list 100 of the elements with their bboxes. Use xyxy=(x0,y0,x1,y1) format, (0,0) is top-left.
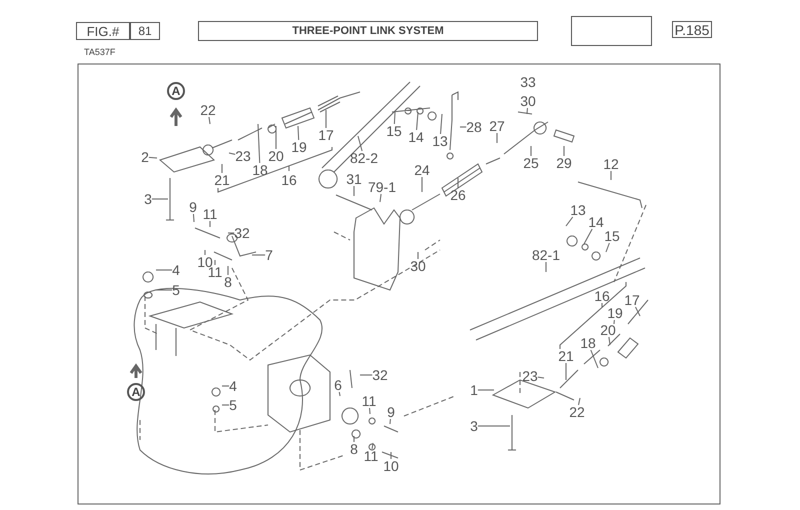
callout-number: 21 xyxy=(558,349,574,363)
callout-number: 24 xyxy=(414,163,430,177)
callout-number: 17 xyxy=(318,128,334,142)
callout-number: 10 xyxy=(383,459,399,473)
callout-number: 15 xyxy=(604,229,620,243)
callout-number: 14 xyxy=(588,215,604,229)
leader-line xyxy=(566,216,574,226)
leader-line xyxy=(372,442,374,450)
callout-number: 26 xyxy=(450,188,466,202)
leader-line xyxy=(530,146,532,156)
callout-number: 15 xyxy=(386,124,402,138)
callout-number: 32 xyxy=(372,368,388,382)
leader-line xyxy=(360,374,373,376)
leader-line xyxy=(578,398,580,406)
callout-number: 3 xyxy=(144,192,152,206)
leader-line xyxy=(614,320,615,324)
callout-number: 11 xyxy=(202,207,218,221)
leader-line xyxy=(390,452,392,460)
callout-number: 79-1 xyxy=(368,180,396,194)
callout-number: 13 xyxy=(570,203,586,217)
callout-number: 14 xyxy=(408,130,424,144)
callout-number: 20 xyxy=(268,149,284,163)
empty-box xyxy=(571,16,652,46)
leader-line xyxy=(606,242,610,252)
leader-line xyxy=(394,112,396,124)
callout-number: 12 xyxy=(603,157,619,171)
leader-line xyxy=(228,232,235,234)
leader-line xyxy=(537,376,544,378)
leader-line xyxy=(358,136,363,152)
callout-number: 16 xyxy=(594,289,610,303)
callout-number: 5 xyxy=(229,398,237,412)
leader-line xyxy=(228,152,236,155)
leader-line xyxy=(369,408,370,414)
callout-number: 23 xyxy=(235,149,251,163)
leader-line xyxy=(258,124,260,164)
leader-line xyxy=(204,250,206,256)
leader-line xyxy=(584,228,593,244)
leader-line xyxy=(390,418,391,424)
callout-number: 33 xyxy=(520,75,536,89)
leader-line xyxy=(222,404,230,406)
callout-number: 4 xyxy=(229,379,237,393)
leader-line xyxy=(610,170,612,180)
leader-line xyxy=(635,306,640,316)
callout-number: 23 xyxy=(522,369,538,383)
callout-number: 1 xyxy=(470,383,478,397)
callout-number: 32 xyxy=(234,226,250,240)
section-marker: A xyxy=(127,383,145,401)
callout-number: 25 xyxy=(523,156,539,170)
callout-number: 7 xyxy=(265,248,273,262)
callout-number: 2 xyxy=(141,150,149,164)
leader-line xyxy=(208,116,210,124)
leader-line xyxy=(460,126,467,128)
callout-number: 18 xyxy=(252,163,268,177)
callout-number: 82-2 xyxy=(350,151,378,165)
leader-line xyxy=(416,112,418,130)
leader-line xyxy=(214,260,216,266)
leader-line xyxy=(192,214,194,222)
title-box: THREE-POINT LINK SYSTEM xyxy=(198,21,538,41)
header-box: 81 xyxy=(130,22,160,40)
callout-number: 3 xyxy=(470,419,478,433)
callout-number: 30 xyxy=(410,259,426,273)
leader-line xyxy=(338,392,340,396)
header-box: FIG.# xyxy=(76,22,130,40)
callout-number: 19 xyxy=(607,306,623,320)
callout-number: 8 xyxy=(350,442,358,456)
callout-number: 17 xyxy=(624,293,640,307)
callout-number: 29 xyxy=(556,156,572,170)
callout-number: 28 xyxy=(466,120,482,134)
callout-number: 22 xyxy=(569,405,585,419)
leader-line xyxy=(252,254,266,256)
leader-line xyxy=(148,156,158,158)
leader-line xyxy=(526,108,528,114)
callout-number: 4 xyxy=(172,263,180,277)
callout-number: 30 xyxy=(520,94,536,108)
callout-number: 21 xyxy=(214,173,230,187)
callout-number: 13 xyxy=(432,134,448,148)
leader-line xyxy=(380,194,382,202)
callout-number: 11 xyxy=(362,394,376,408)
callout-number: 22 xyxy=(200,103,216,117)
leader-line xyxy=(608,336,610,346)
callout-number: 16 xyxy=(281,173,297,187)
leader-line xyxy=(590,350,598,368)
section-marker: A xyxy=(167,82,185,100)
callout-number: 19 xyxy=(291,140,307,154)
callout-number: 27 xyxy=(489,119,505,133)
leader-line xyxy=(496,132,498,144)
leader-line xyxy=(440,114,442,134)
callout-number: 10 xyxy=(197,255,213,269)
callout-number: 31 xyxy=(346,172,362,186)
callout-number: 18 xyxy=(580,336,596,350)
callout-number: 6 xyxy=(334,378,342,392)
callout-number: 8 xyxy=(224,275,232,289)
header-box: P.185 xyxy=(672,21,712,38)
callout-number: 20 xyxy=(600,323,616,337)
callout-number: 11 xyxy=(364,449,378,463)
callout-number: 9 xyxy=(387,405,395,419)
callout-number: 9 xyxy=(189,200,197,214)
leader-line xyxy=(298,126,300,140)
leader-line xyxy=(151,198,168,200)
drawing-code: TA537F xyxy=(84,47,116,57)
